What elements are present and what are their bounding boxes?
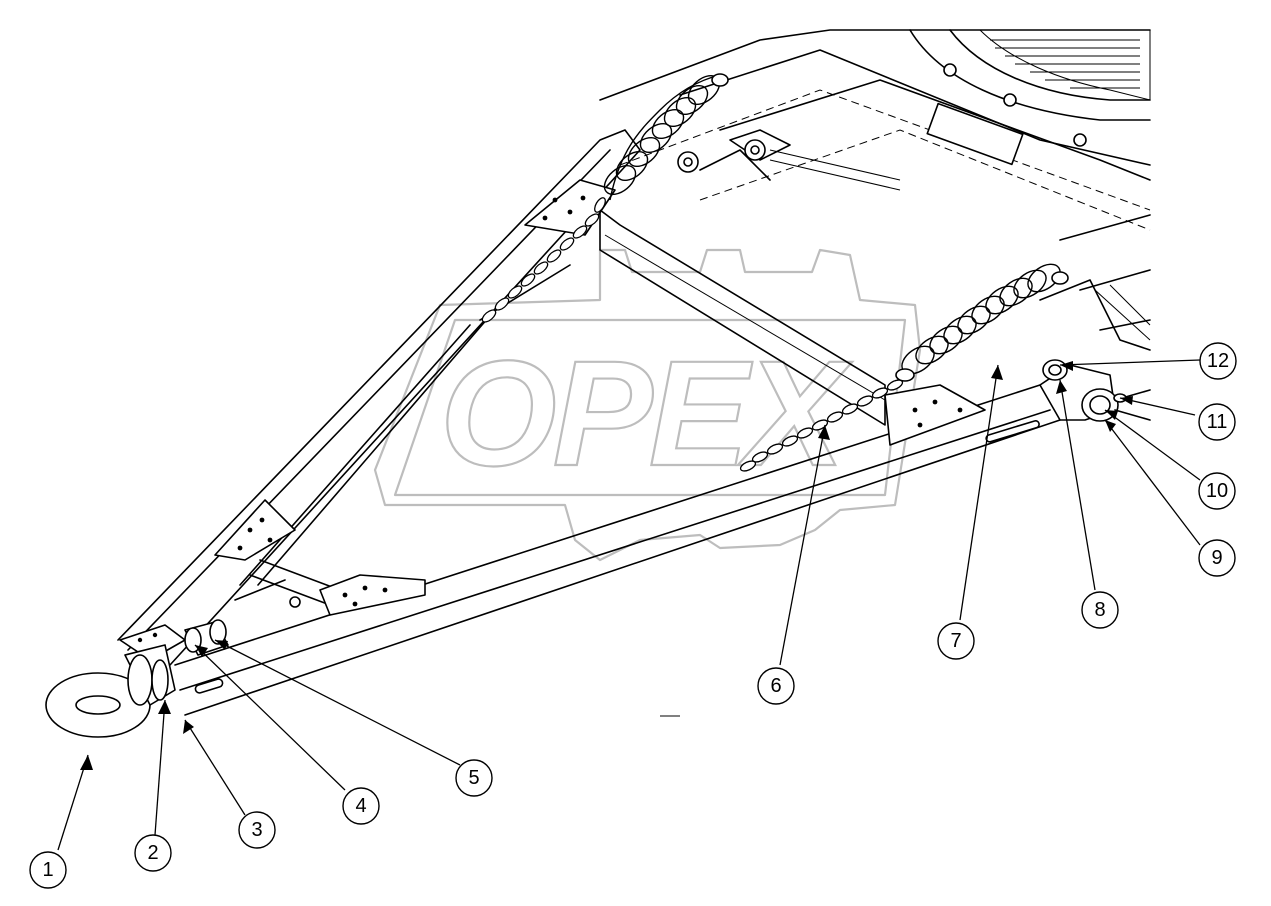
callout-7: 7 [937,622,975,660]
callout-11: 11 [1198,403,1236,441]
callout-7-label: 7 [950,630,961,652]
pivot-fasteners [1039,359,1151,422]
callout-9-label: 9 [1211,547,1222,569]
callout-1: 1 [29,851,67,889]
watermark-text: OPEX [440,329,853,497]
callout-6-label: 6 [770,675,781,697]
safety-chains [481,197,904,472]
callout-1-label: 1 [42,859,53,881]
callout-5-label: 5 [468,767,479,789]
callout-12: 12 [1199,342,1237,380]
callout-2: 2 [134,834,172,872]
callout-11-label: 11 [1207,411,1228,433]
arrowheads [80,361,1133,770]
callout-12-label: 12 [1207,350,1229,372]
watermark: OPEX [373,248,922,562]
leader-lines [57,359,1201,851]
callout-8: 8 [1081,591,1119,629]
callout-3-label: 3 [251,819,262,841]
callout-4: 4 [342,787,380,825]
callout-4-label: 4 [355,795,366,817]
callout-10-label: 10 [1206,480,1228,502]
tension-springs [603,73,1069,382]
callout-2-label: 2 [147,842,158,864]
callout-3: 3 [238,811,276,849]
callout-9: 9 [1198,539,1236,577]
callout-6: 6 [757,667,795,705]
callout-5: 5 [455,759,493,797]
hitch-eye-assembly [45,619,229,738]
callout-10: 10 [1198,472,1236,510]
callout-8-label: 8 [1094,599,1105,621]
machine-body [599,29,1151,351]
